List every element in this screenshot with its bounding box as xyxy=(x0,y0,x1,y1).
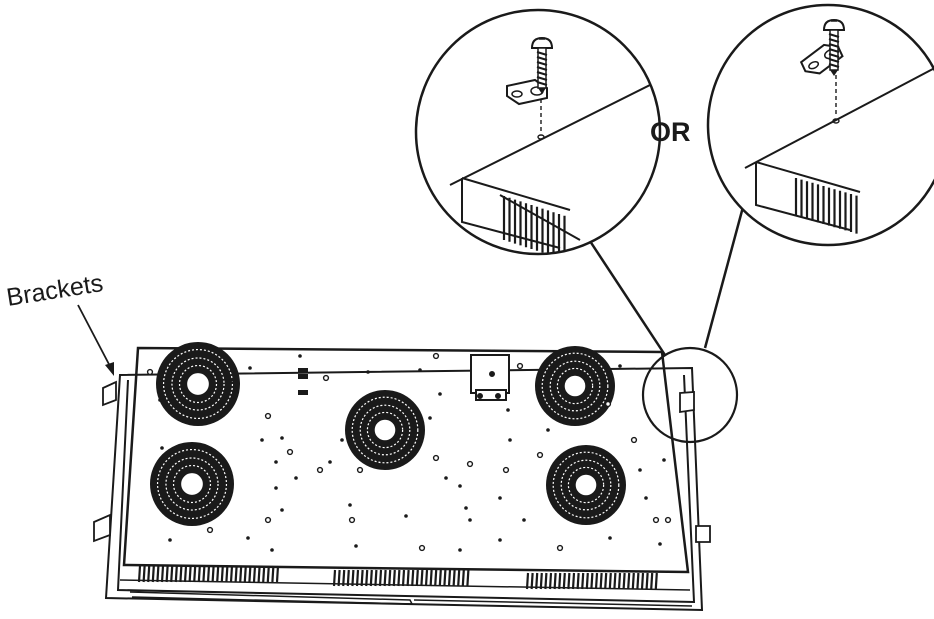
detail-view-left xyxy=(414,8,662,256)
control-box xyxy=(470,354,510,401)
leader-line-right xyxy=(703,206,745,349)
leader-line-left xyxy=(584,234,667,356)
burner-top-left xyxy=(156,342,240,426)
burner-center xyxy=(345,390,425,470)
burner-bottom-left xyxy=(150,442,234,526)
vent-group-center xyxy=(332,569,470,587)
vent-group-left xyxy=(137,565,280,583)
brackets-label: Brackets xyxy=(5,269,105,312)
burner-top-right xyxy=(535,346,615,426)
detail-view-right xyxy=(706,3,934,247)
mounting-holes xyxy=(146,352,672,552)
vent-group-right xyxy=(525,572,658,590)
brackets-arrow xyxy=(77,304,114,376)
or-label: OR xyxy=(650,117,691,147)
bracket-icon xyxy=(93,380,711,543)
detail-callout-circle xyxy=(641,346,739,444)
connector-blocks xyxy=(298,368,308,395)
burner-bottom-right xyxy=(546,445,626,525)
